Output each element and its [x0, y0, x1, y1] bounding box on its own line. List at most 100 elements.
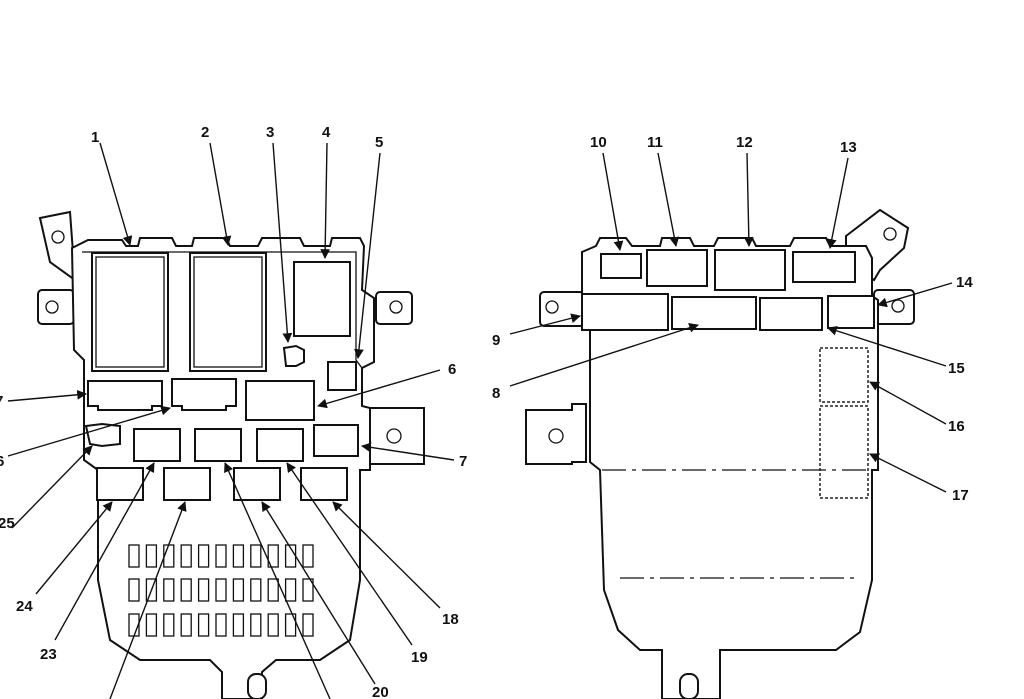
callout-right: 17: [952, 487, 969, 504]
mini-fuse: [232, 544, 245, 568]
mini-fuse: [163, 578, 175, 602]
mount-tab-right: [873, 289, 915, 325]
mini-fuse: [215, 578, 227, 602]
block-22: [233, 467, 281, 501]
callout-right: 9: [492, 332, 500, 349]
mini-fuse: [302, 613, 314, 637]
connector-housing-left: [525, 403, 587, 465]
mini-fuse: [215, 544, 227, 568]
bottom-clip: [679, 673, 699, 699]
callout-left: 6: [0, 453, 4, 470]
callout-right: 11: [647, 134, 663, 151]
mini-fuse: [250, 613, 262, 637]
mount-hole: [883, 227, 897, 241]
mini-fuse: [128, 578, 140, 602]
mount-hole: [389, 300, 403, 314]
mount-hole: [51, 230, 65, 244]
block-19: [256, 428, 304, 462]
right-box-body: [581, 237, 879, 699]
mini-fuse: [232, 578, 245, 602]
mini-fuse: [267, 613, 279, 637]
block-23: [133, 428, 181, 462]
relay-2: [189, 252, 267, 372]
left-fuse-box: [37, 210, 425, 699]
connector-9: [581, 293, 669, 331]
mini-fuse: [302, 578, 314, 602]
mount-hole: [545, 300, 559, 314]
mini-fuse: [284, 613, 297, 637]
callout-labels: 1 2 3 4 5 6 7 25 24 23 18 19 20 6 7 10 1…: [0, 124, 973, 699]
mount-ear-upper-left: [38, 210, 77, 283]
mount-tab-left: [37, 289, 75, 325]
callout-left: 18: [442, 611, 459, 628]
connector-10: [600, 253, 642, 279]
connector-11: [646, 249, 708, 287]
callout-left: 1: [91, 129, 99, 146]
mount-hole: [45, 300, 59, 314]
component-25: [84, 422, 121, 448]
callout-left: 2: [201, 124, 209, 141]
block-21: [163, 467, 211, 501]
mini-fuse: [302, 544, 314, 568]
component-5: [327, 361, 357, 391]
connector-15: [759, 297, 823, 331]
mini-fuse: [145, 613, 158, 637]
bottom-clip: [247, 673, 267, 699]
connector-13: [792, 251, 856, 283]
mini-fuse: [267, 578, 279, 602]
relay-1: [91, 252, 169, 372]
mini-fuse: [215, 613, 227, 637]
callout-left: 19: [411, 649, 428, 666]
mini-fuse: [250, 578, 262, 602]
connector-housing-right: [361, 407, 425, 465]
callout-right: 13: [840, 139, 857, 156]
mini-fuse: [128, 544, 140, 568]
callout-right: 14: [956, 274, 973, 291]
callout-left: 3: [266, 124, 274, 141]
connector-14: [827, 295, 875, 329]
connector-26: [171, 378, 237, 411]
mount-hole: [548, 428, 564, 444]
relay-4: [293, 261, 351, 337]
callout-right: 15: [948, 360, 965, 377]
mini-fuse: [284, 578, 297, 602]
callout-left: 25: [0, 515, 15, 532]
component-3: [282, 344, 305, 367]
connector-27: [87, 380, 163, 411]
connector-12: [714, 249, 786, 291]
mini-fuse: [232, 613, 245, 637]
callout-left: 23: [40, 646, 57, 663]
leader-lines: [7, 142, 953, 699]
mini-fuse: [197, 544, 210, 568]
mini-fuse: [145, 544, 158, 568]
callout-left: 7: [459, 453, 467, 470]
relay-1-inner: [95, 256, 165, 368]
right-fuse-box: [525, 208, 915, 699]
mini-fuse: [197, 613, 210, 637]
block-20: [194, 428, 242, 462]
callout-right: 12: [736, 134, 753, 151]
mini-fuse: [267, 544, 279, 568]
callout-left: 6: [448, 361, 456, 378]
callout-left: 20: [372, 684, 389, 699]
mini-fuse: [197, 578, 210, 602]
mini-fuse: [180, 578, 192, 602]
mini-fuse: [180, 613, 192, 637]
block-7: [313, 424, 359, 457]
mini-fuse: [180, 544, 192, 568]
callout-left: 24: [16, 598, 33, 615]
block-18: [300, 467, 348, 501]
callout-right: 16: [948, 418, 965, 435]
mini-fuse: [250, 544, 262, 568]
callout-right: 10: [590, 134, 607, 151]
relay-2-inner: [193, 256, 263, 368]
callout-left: 4: [322, 124, 331, 141]
mount-tab-right: [375, 291, 413, 325]
mount-hole: [891, 299, 905, 313]
mini-fuse: [145, 578, 158, 602]
connector-8: [671, 296, 757, 330]
mini-fuse: [163, 613, 175, 637]
callout-right: 8: [492, 385, 500, 402]
mount-hole: [386, 428, 402, 444]
